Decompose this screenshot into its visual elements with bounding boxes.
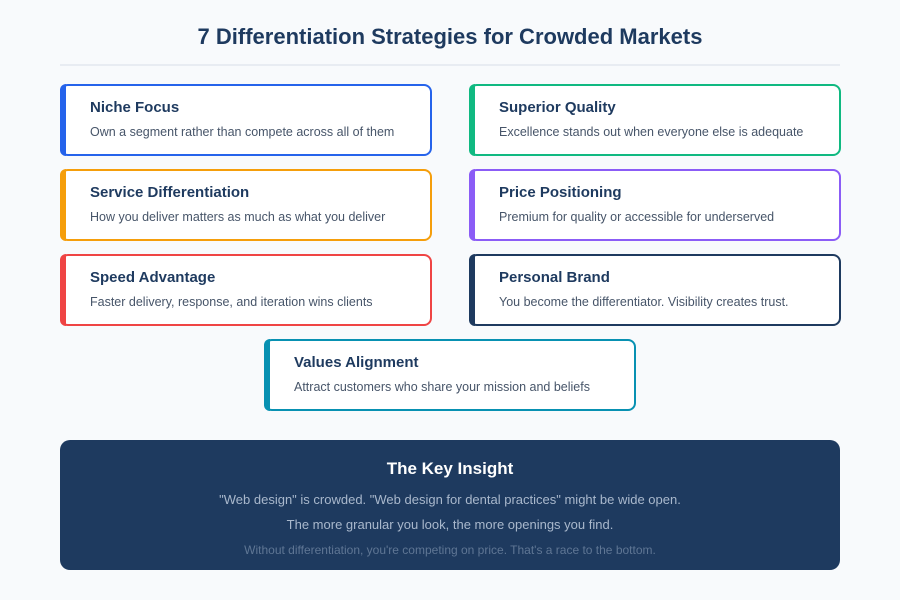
strategy-card-price-positioning: Price Positioning Premium for quality or…	[469, 169, 841, 241]
card-description: How you deliver matters as much as what …	[90, 210, 386, 224]
card-title: Personal Brand	[499, 269, 610, 286]
card-description: Excellence stands out when everyone else…	[499, 125, 804, 139]
card-title: Speed Advantage	[90, 269, 216, 286]
card-title: Niche Focus	[90, 99, 180, 116]
insight-line-3: Without differentiation, you're competin…	[244, 543, 656, 557]
strategy-card-speed-advantage: Speed Advantage Faster delivery, respons…	[60, 254, 432, 326]
card-title: Superior Quality	[499, 99, 616, 116]
card-description: You become the differentiator. Visibilit…	[499, 295, 789, 309]
strategy-card-superior-quality: Superior Quality Excellence stands out w…	[469, 84, 841, 156]
card-title: Service Differentiation	[90, 184, 250, 201]
card-description: Own a segment rather than compete across…	[90, 125, 395, 139]
card-description: Faster delivery, response, and iteration…	[90, 295, 373, 309]
insight-title: The Key Insight	[386, 459, 514, 478]
key-insight-panel: The Key Insight "Web design" is crowded.…	[60, 440, 840, 570]
strategy-card-service-differentiation: Service Differentiation How you deliver …	[60, 169, 432, 241]
insight-line-1: "Web design" is crowded. "Web design for…	[219, 492, 681, 507]
card-title: Values Alignment	[294, 354, 419, 371]
insight-line-2: The more granular you look, the more ope…	[286, 517, 614, 532]
card-description: Premium for quality or accessible for un…	[499, 210, 775, 224]
title-divider	[60, 64, 840, 66]
card-description: Attract customers who share your mission…	[294, 380, 590, 394]
card-title: Price Positioning	[499, 184, 622, 201]
strategy-card-niche-focus: Niche Focus Own a segment rather than co…	[60, 84, 432, 156]
strategy-card-values-alignment: Values Alignment Attract customers who s…	[264, 339, 636, 411]
page-title: 7 Differentiation Strategies for Crowded…	[197, 24, 703, 49]
strategy-card-personal-brand: Personal Brand You become the differenti…	[469, 254, 841, 326]
